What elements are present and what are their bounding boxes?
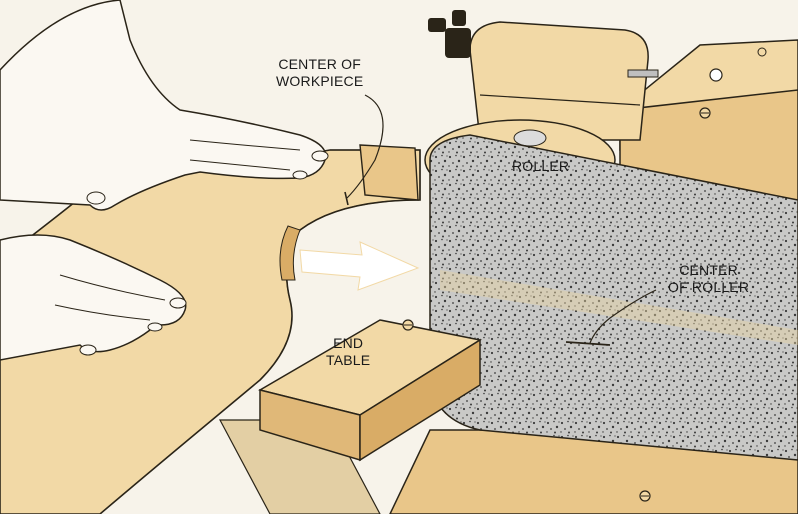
roller-shaft	[514, 130, 546, 146]
label-end-table-line-1: END	[326, 335, 370, 352]
label-center-of-roller-line-2: OF ROLLER	[668, 279, 749, 296]
label-center-of-workpiece-line-2: WORKPIECE	[276, 73, 363, 90]
label-roller-text: ROLLER	[512, 158, 569, 175]
housing-hole	[710, 69, 722, 81]
label-center-of-workpiece-line-1: CENTER OF	[276, 56, 363, 73]
label-end-table: END TABLE	[326, 335, 370, 369]
label-center-of-roller-line-1: CENTER	[668, 262, 749, 279]
housing-screw-top	[758, 48, 766, 56]
label-end-table-line-2: TABLE	[326, 352, 370, 369]
label-roller: ROLLER	[512, 158, 569, 175]
workpiece-end-block	[360, 145, 418, 200]
label-center-of-roller: CENTER OF ROLLER	[668, 262, 749, 296]
tension-rod	[628, 70, 658, 77]
label-center-of-workpiece: CENTER OF WORKPIECE	[276, 56, 363, 90]
